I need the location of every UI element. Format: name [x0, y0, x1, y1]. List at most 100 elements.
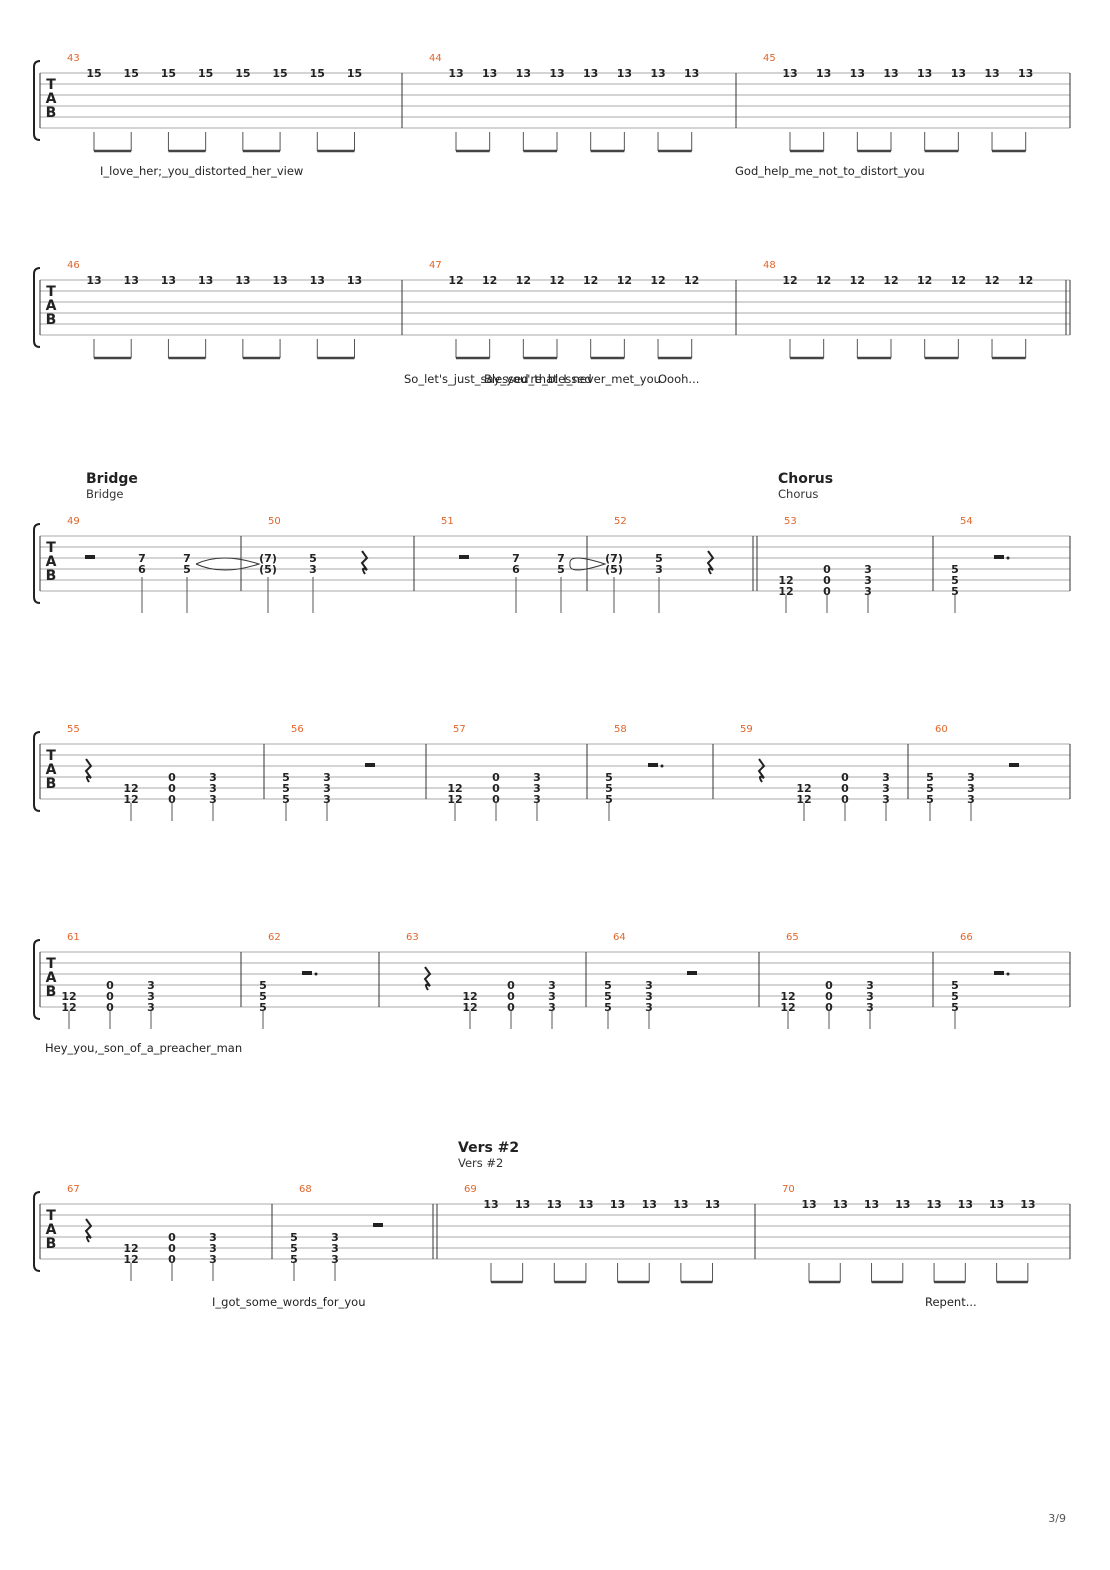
fret-number: 13 — [684, 67, 699, 80]
fret-number: (7) — [605, 552, 623, 565]
measure-number: 50 — [268, 516, 281, 527]
measure-number: 66 — [960, 932, 973, 943]
fret-number: 3 — [548, 1001, 556, 1014]
fret-number: 12 — [780, 1001, 795, 1014]
fret-number: 13 — [516, 67, 531, 80]
lyric-line: Oooh... — [658, 372, 699, 386]
fret-number: 0 — [841, 771, 849, 784]
fret-number: 0 — [492, 782, 500, 795]
fret-number: 12 — [516, 274, 531, 287]
fret-number: 5 — [259, 990, 267, 1003]
quarter-rest — [706, 550, 715, 575]
fret-number: 13 — [583, 67, 598, 80]
tab-clef-letter: B — [46, 568, 57, 584]
lyric-line: So_let's_just_say_you're_blessed — [404, 372, 592, 386]
fret-number: 12 — [917, 274, 932, 287]
fret-number: 3 — [331, 1231, 339, 1244]
measure-number: 62 — [268, 932, 281, 943]
fret-number: 6 — [138, 563, 146, 576]
fret-number: 5 — [604, 1001, 612, 1014]
fret-number: 13 — [951, 67, 966, 80]
fret-number: 0 — [507, 990, 515, 1003]
fret-number: 12 — [123, 793, 138, 806]
fret-number: 3 — [533, 771, 541, 784]
fret-number: 5 — [605, 782, 613, 795]
fret-number: 3 — [323, 771, 331, 784]
fret-number: 13 — [883, 67, 898, 80]
fret-number: 0 — [492, 771, 500, 784]
fret-number: 12 — [796, 782, 811, 795]
fret-number: 3 — [533, 793, 541, 806]
fret-number: 3 — [548, 979, 556, 992]
quarter-rest — [757, 758, 766, 783]
fret-number: 5 — [951, 563, 959, 576]
section-title: Bridge — [86, 471, 138, 487]
tab-clef-letter: T — [46, 956, 56, 972]
half-rest — [373, 1223, 383, 1227]
system-bracket — [33, 60, 41, 141]
fret-number: 3 — [645, 1001, 653, 1014]
fret-number: 0 — [825, 979, 833, 992]
fret-number: 12 — [1018, 274, 1033, 287]
fret-number: 5 — [926, 793, 934, 806]
fret-number: 3 — [323, 782, 331, 795]
fret-number: 5 — [951, 585, 959, 598]
fret-number: 13 — [673, 1198, 688, 1211]
fret-number: 5 — [557, 563, 565, 576]
fret-number: 5 — [951, 990, 959, 1003]
fret-number: 13 — [642, 1198, 657, 1211]
dotted-half-rest-dot — [314, 972, 318, 976]
system-bracket — [33, 267, 41, 348]
fret-number: 3 — [323, 793, 331, 806]
fret-number: 12 — [782, 274, 797, 287]
lyric-line: Repent... — [925, 1295, 977, 1309]
fret-number: 13 — [801, 1198, 816, 1211]
fret-number: 13 — [235, 274, 250, 287]
fret-number: 3 — [209, 1231, 217, 1244]
fret-number: 12 — [780, 990, 795, 1003]
fret-number: 12 — [684, 274, 699, 287]
fret-number: 0 — [823, 563, 831, 576]
fret-number: 12 — [123, 1242, 138, 1255]
lyric-line: I_got_some_words_for_you — [212, 1295, 366, 1309]
tab-clef-letter: A — [46, 91, 57, 107]
fret-number: 3 — [331, 1242, 339, 1255]
fret-number: 3 — [645, 990, 653, 1003]
fret-number: 3 — [866, 1001, 874, 1014]
fret-number: 12 — [617, 274, 632, 287]
tab-clef-letter: B — [46, 776, 57, 792]
fret-number: 13 — [124, 274, 139, 287]
fret-number: 13 — [917, 67, 932, 80]
fret-number: 3 — [533, 782, 541, 795]
section-subtitle: Chorus — [778, 487, 818, 501]
fret-number: 0 — [168, 1231, 176, 1244]
fret-number: 12 — [816, 274, 831, 287]
fret-number: 13 — [310, 274, 325, 287]
tab-clef-letter: A — [46, 298, 57, 314]
fret-number: 13 — [864, 1198, 879, 1211]
fret-number: 5 — [604, 990, 612, 1003]
dotted-half-rest — [994, 971, 1004, 975]
fret-number: 12 — [583, 274, 598, 287]
fret-number: 15 — [161, 67, 176, 80]
tab-system: TABBridgeBridgeChorusChorus49767550(7)(5… — [33, 471, 1071, 613]
fret-number: 0 — [168, 782, 176, 795]
fret-number: 3 — [967, 771, 975, 784]
section-subtitle: Bridge — [86, 487, 124, 501]
fret-number: 13 — [610, 1198, 625, 1211]
fret-number: 15 — [235, 67, 250, 80]
page-number: 3/9 — [1048, 1512, 1066, 1525]
dotted-half-rest-dot — [1006, 556, 1010, 560]
fret-number: 7 — [183, 552, 191, 565]
fret-number: 0 — [841, 793, 849, 806]
fret-number: 5 — [604, 979, 612, 992]
fret-number: 3 — [309, 563, 317, 576]
fret-number: 0 — [168, 793, 176, 806]
fret-number: 0 — [823, 574, 831, 587]
fret-number: 12 — [462, 1001, 477, 1014]
measure-number: 64 — [613, 932, 626, 943]
measure-number: 56 — [291, 724, 304, 735]
fret-number: 13 — [833, 1198, 848, 1211]
measure-number: 48 — [763, 260, 776, 271]
measure-number: 44 — [429, 53, 442, 64]
